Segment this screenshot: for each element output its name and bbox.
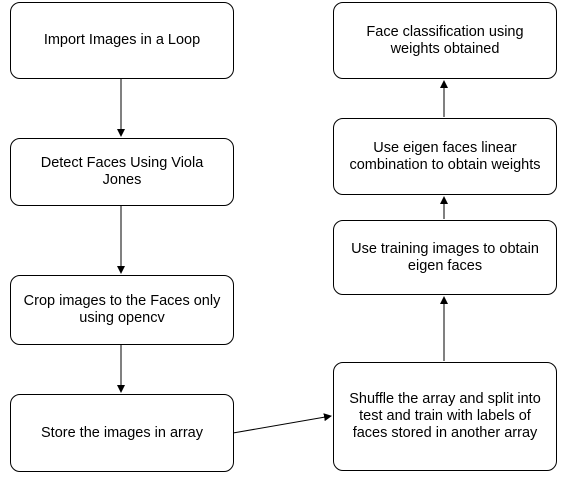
node-detect-faces: Detect Faces Using Viola Jones bbox=[10, 138, 234, 206]
node-face-classification-label: Face classification using weights obtain… bbox=[366, 23, 524, 57]
node-crop-images: Crop images to the Faces only using open… bbox=[10, 275, 234, 345]
node-training-eigen-faces-label: Use training images to obtain eigen face… bbox=[351, 240, 539, 274]
node-eigen-combination-label: Use eigen faces linear combination to ob… bbox=[349, 139, 541, 173]
node-training-eigen-faces: Use training images to obtain eigen face… bbox=[333, 220, 557, 295]
node-import-images: Import Images in a Loop bbox=[10, 2, 234, 79]
node-import-images-label: Import Images in a Loop bbox=[43, 32, 201, 48]
node-eigen-combination: Use eigen faces linear combination to ob… bbox=[333, 118, 557, 195]
node-detect-faces-label: Detect Faces Using Viola Jones bbox=[40, 155, 204, 188]
node-store-images: Store the images in array bbox=[10, 394, 234, 472]
node-store-images-label: Store the images in array bbox=[41, 424, 203, 441]
node-crop-images-label: Crop images to the Faces only using open… bbox=[23, 293, 221, 326]
node-shuffle-split-label: Shuffle the array and split into test an… bbox=[349, 391, 541, 441]
node-face-classification: Face classification using weights obtain… bbox=[333, 2, 557, 79]
arrow-store-to-shuffle bbox=[232, 413, 332, 434]
node-shuffle-split: Shuffle the array and split into test an… bbox=[333, 362, 557, 471]
